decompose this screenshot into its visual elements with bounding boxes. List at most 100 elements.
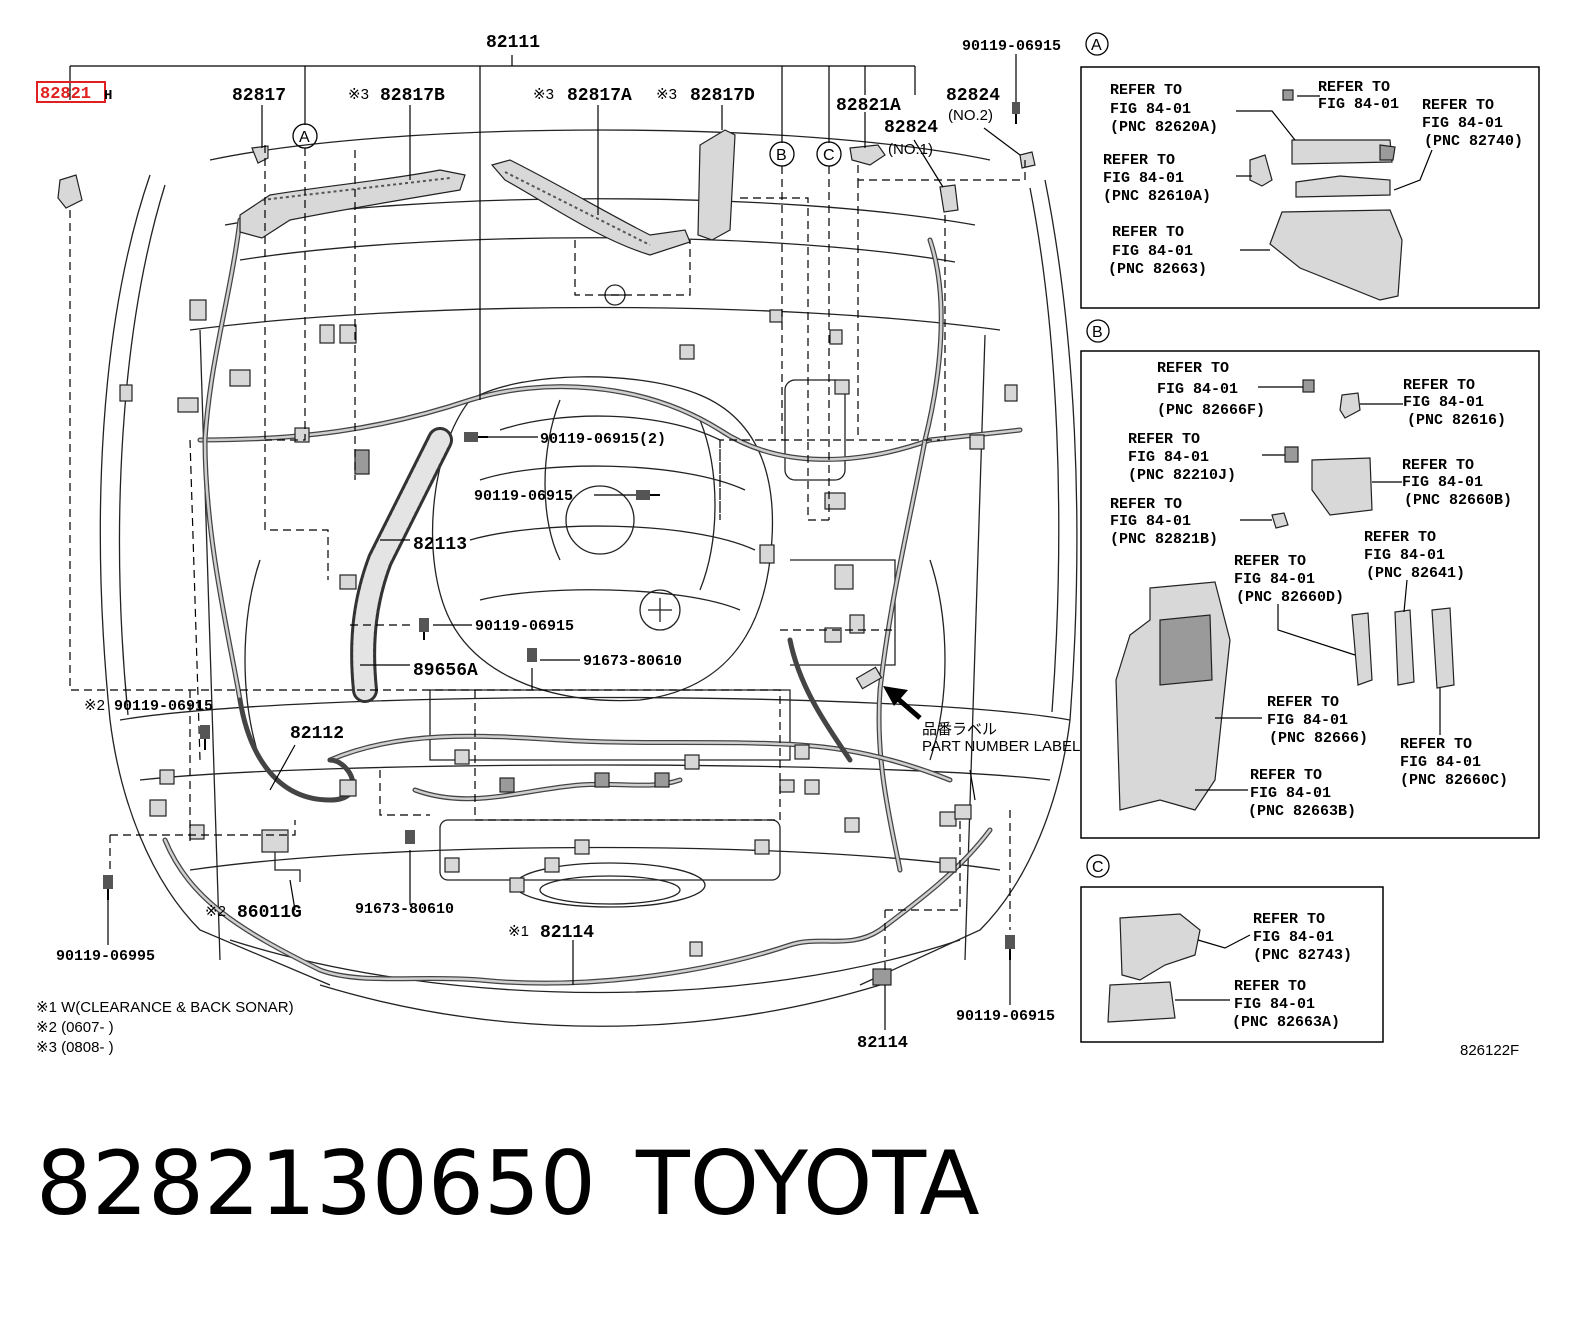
figure-code: 826122F (1460, 1042, 1519, 1059)
bolt-icon (527, 648, 537, 662)
main-labels: 82111 82821 H 82817 ※3 82817B ※3 82817A … (36, 32, 1519, 1059)
panel-b-pnc-7: (PNC 82660D) (1236, 589, 1344, 606)
highlight-box (36, 81, 106, 103)
harness-connectors (119, 299, 1018, 986)
label-89656a: 89656A (413, 661, 478, 681)
label-82112: 82112 (290, 724, 344, 744)
panel-b-fig-4: FIG 84-01 (1402, 474, 1483, 491)
label-part-number-jp: 品番ラベル (922, 721, 997, 738)
panel-b-pnc-8: (PNC 82666) (1269, 730, 1368, 747)
note3-mark: ※3 (348, 86, 369, 103)
panel-b-pnc-9: (PNC 82660C) (1400, 772, 1508, 789)
label-82111: 82111 (486, 33, 540, 53)
label-82817d: 82817D (690, 86, 755, 106)
panel-c-fig-1: FIG 84-01 (1253, 929, 1334, 946)
callout-a: A (299, 129, 310, 146)
label-82821a: 82821A (836, 96, 901, 116)
label-91673-b: 91673-80610 (355, 901, 454, 918)
panel-a-refer-2: REFER TO (1318, 79, 1390, 96)
label-82114-a: 82114 (540, 923, 594, 943)
bolt-icon (464, 432, 488, 442)
panel-a-fig-4: FIG 84-01 (1103, 170, 1184, 187)
panel-a-fig-5: FIG 84-01 (1112, 243, 1193, 260)
panel-b-fig-6: FIG 84-01 (1364, 547, 1445, 564)
leader-lines (69, 54, 1026, 1030)
panel-a-fig-2: FIG 84-01 (1318, 96, 1399, 113)
label-bolt-top: 90119-06915 (962, 38, 1061, 55)
callout-b: B (776, 147, 787, 164)
bolt-icon (1012, 102, 1020, 124)
panel-b-fig-1: FIG 84-01 (1157, 381, 1238, 398)
footnotes: ※1 W(CLEARANCE & BACK SONAR) ※2 (0607- )… (36, 999, 294, 1056)
panel-b-pnc-6: (PNC 82641) (1366, 565, 1465, 582)
bolt-icon (419, 618, 429, 640)
label-part-number-en: PART NUMBER LABEL (922, 738, 1080, 755)
note1-mark: ※1 (508, 923, 529, 940)
panel-b-callout: B (1092, 324, 1103, 341)
label-82821-highlighted: 82821 (40, 85, 91, 104)
panel-a-fig-3: FIG 84-01 (1422, 115, 1503, 132)
panel-b-refer-7: REFER TO (1234, 553, 1306, 570)
bolt-icon (405, 830, 415, 844)
detail-panel-b: B REFER TO FIG 84-01 (PNC 82666F) REFER … (1080, 319, 1540, 839)
panel-b-fig-7: FIG 84-01 (1234, 571, 1315, 588)
panel-c-refer-2: REFER TO (1234, 978, 1306, 995)
panel-a-refer-1: REFER TO (1110, 82, 1182, 99)
panel-b-fig-2: FIG 84-01 (1403, 394, 1484, 411)
note3-mark: ※3 (533, 86, 554, 103)
panel-b-refer-4: REFER TO (1402, 457, 1474, 474)
footnote-2: ※2 (0607- ) (36, 1019, 114, 1036)
panel-a-refer-5: REFER TO (1112, 224, 1184, 241)
label-bolt-note2: 90119-06915 (114, 698, 213, 715)
label-82817a: 82817A (567, 86, 632, 106)
panel-b-refer-10: REFER TO (1250, 767, 1322, 784)
panel-a-pnc-1: (PNC 82620A) (1110, 119, 1218, 136)
label-91673-a: 91673-80610 (583, 653, 682, 670)
panel-c-pnc-2: (PNC 82663A) (1232, 1014, 1340, 1031)
panel-b-refer-9: REFER TO (1400, 736, 1472, 753)
panel-b-pnc-2: (PNC 82616) (1407, 412, 1506, 429)
label-bolt-bottom-right: 90119-06915 (956, 1008, 1055, 1025)
panel-b-pnc-4: (PNC 82660B) (1404, 492, 1512, 509)
label-82824-no2: 82824 (946, 86, 1000, 106)
top-brackets (57, 102, 1036, 256)
panel-a-pnc-3: (PNC 82610A) (1103, 188, 1211, 205)
panel-b-fig-10: FIG 84-01 (1250, 785, 1331, 802)
screw-icons (103, 432, 1015, 960)
panel-b-pnc-10: (PNC 82663B) (1248, 803, 1356, 820)
panel-c-fig-2: FIG 84-01 (1234, 996, 1315, 1013)
note2-mark: ※2 (84, 697, 105, 714)
label-82817: 82817 (232, 86, 286, 106)
footnote-3: ※3 (0808- ) (36, 1039, 114, 1056)
panel-b-refer-3: REFER TO (1128, 431, 1200, 448)
panel-b-fig-3: FIG 84-01 (1128, 449, 1209, 466)
note3-mark: ※3 (656, 86, 677, 103)
panel-b-refer-2: REFER TO (1403, 377, 1475, 394)
label-no2: (NO.2) (948, 107, 993, 124)
label-82821-suffix: H (104, 88, 112, 104)
panel-a-pnc-2: (PNC 82740) (1424, 133, 1523, 150)
panel-b-fig-5: FIG 84-01 (1110, 513, 1191, 530)
panel-c-callout: C (1092, 859, 1104, 876)
footnote-1: ※1 W(CLEARANCE & BACK SONAR) (36, 999, 294, 1016)
panel-b-pnc-3: (PNC 82210J) (1128, 467, 1236, 484)
label-bolt-low: 90119-06915 (475, 618, 574, 635)
detail-panel-c: C REFER TO FIG 84-01 (PNC 82743) REFER T… (1080, 854, 1384, 1043)
label-82113: 82113 (413, 535, 467, 555)
callout-c: C (823, 147, 835, 164)
panel-c-pnc-1: (PNC 82743) (1253, 947, 1352, 964)
caption-part-number: 8282130650 (36, 1132, 596, 1235)
panel-a-refer-3: REFER TO (1422, 97, 1494, 114)
detail-panel-a: REFER TO FIG 84-01 (PNC 82620A) REFER TO… (1080, 66, 1540, 309)
label-bolt-bottom-left: 90119-06995 (56, 948, 155, 965)
bolt-icon (636, 490, 660, 500)
panel-c-refer-1: REFER TO (1253, 911, 1325, 928)
note2-mark: ※2 (205, 903, 226, 920)
label-no1: (NO.1) (888, 141, 933, 158)
label-bolt-2: 90119-06915(2) (540, 431, 666, 448)
panel-a-pnc-4: (PNC 82663) (1108, 261, 1207, 278)
label-82817b: 82817B (380, 86, 445, 106)
label-bolt-mid: 90119-06915 (474, 488, 573, 505)
panel-b-refer-6: REFER TO (1364, 529, 1436, 546)
